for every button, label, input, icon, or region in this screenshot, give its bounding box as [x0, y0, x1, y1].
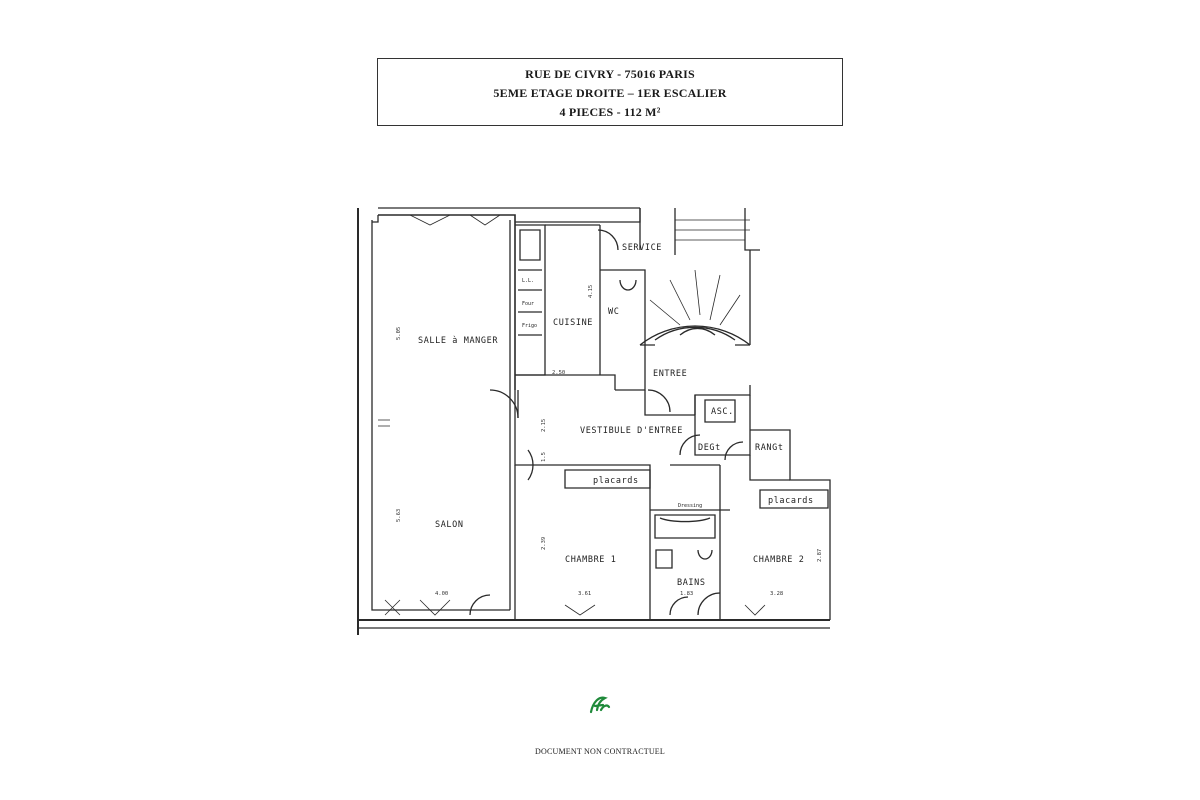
area-line: 4 PIECES - 112 M²	[559, 105, 661, 119]
kitchen-label-four: Four	[522, 301, 534, 307]
room-label-asc: ASC.	[711, 407, 734, 417]
room-label-chambre-1: CHAMBRE 1	[565, 555, 616, 565]
logo-stamp	[589, 696, 611, 714]
floor-line: 5EME ETAGE DROITE – 1ER ESCALIER	[493, 86, 727, 100]
floor-plan: SALLE à MANGER SALON CUISINE WC SERVICE …	[357, 207, 831, 635]
dimension-label: 2.87	[817, 549, 823, 562]
placards-label-2: placards	[768, 496, 814, 506]
room-label-salon: SALON	[435, 520, 464, 530]
dimension-label: 2.15	[541, 419, 547, 432]
room-label-salle-a-manger: SALLE à MANGER	[418, 336, 498, 346]
dimension-label: 4.15	[588, 285, 594, 298]
dimension-label: 4.00	[435, 591, 448, 597]
address-line: RUE DE CIVRY - 75016 PARIS	[525, 67, 695, 81]
room-label-cuisine: CUISINE	[553, 318, 593, 328]
room-label-vestibule: VESTIBULE D'ENTREE	[580, 426, 683, 436]
room-label-service: SERVICE	[622, 243, 662, 253]
header-box: RUE DE CIVRY - 75016 PARIS 5EME ETAGE DR…	[377, 58, 843, 126]
dimension-label: 5.05	[396, 327, 402, 340]
dimension-label: 2.50	[552, 370, 565, 376]
room-label-bains: BAINS	[677, 578, 706, 588]
room-label-dressing: Dressing	[678, 503, 702, 509]
dimension-label: 3.28	[770, 591, 783, 597]
room-label-entree: ENTREE	[653, 369, 687, 379]
room-label-degt: DEGt	[698, 443, 721, 453]
dimension-label: 5.63	[396, 509, 402, 522]
room-label-wc: WC	[608, 307, 619, 317]
room-label-chambre-2: CHAMBRE 2	[753, 555, 804, 565]
outer-wall-top	[378, 214, 516, 390]
kitchen-label-ll: L.L.	[522, 278, 534, 284]
disclaimer-text: DOCUMENT NON CONTRACTUEL	[535, 747, 665, 756]
kitchen-label-frigo: Frigo	[522, 323, 537, 329]
dimension-label: 3.61	[578, 591, 591, 597]
dimension-label: 1.83	[680, 591, 693, 597]
dimension-label: 1.5	[541, 452, 547, 462]
placards-label-1: placards	[593, 476, 639, 486]
dimension-label: 2.39	[541, 537, 547, 550]
room-label-rangt: RANGt	[755, 443, 784, 453]
